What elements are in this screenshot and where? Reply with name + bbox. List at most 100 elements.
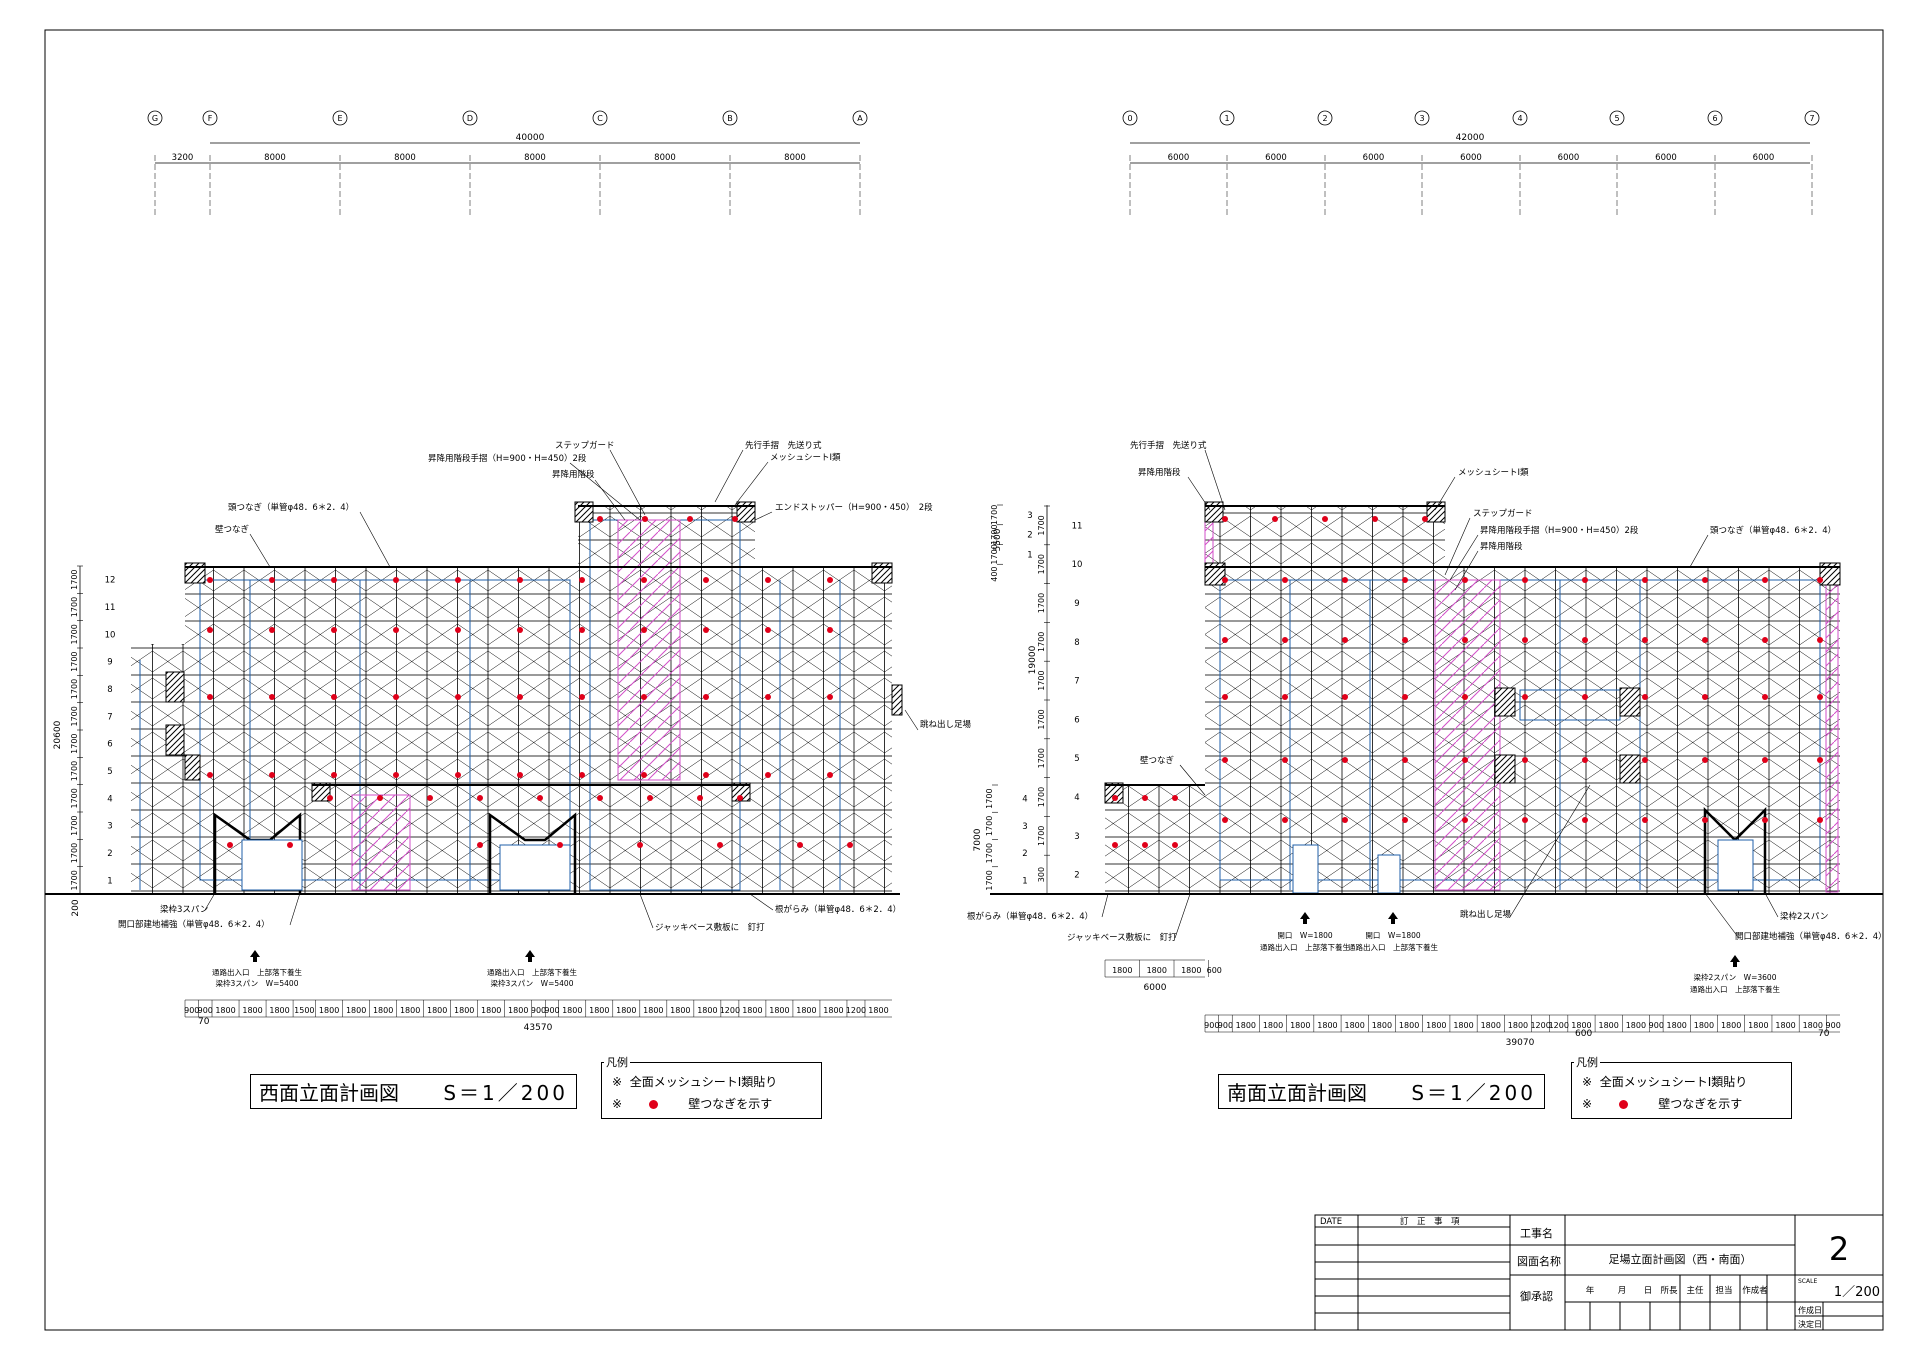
- south-bottom-span: 900: [1826, 1021, 1841, 1030]
- south-wall-tie-dot: [1762, 577, 1768, 583]
- west-wall-tie-dot: [647, 795, 653, 801]
- south-lower-level-number: 3: [1022, 822, 1027, 832]
- title-block: [1314, 1214, 1884, 1331]
- south-bottom-span: 1800: [1453, 1021, 1473, 1030]
- west-wall-tie-dot: [455, 694, 461, 700]
- south-title-box: 南面立面計画図 S＝1／200: [1218, 1074, 1545, 1109]
- west-level-number: 7: [107, 712, 112, 722]
- south-grid-bubble: [1219, 110, 1235, 126]
- west-wall-tie-dot: [642, 516, 648, 522]
- south-bottom-total: 39070: [1506, 1038, 1535, 1048]
- west-bottom-total: 43570: [524, 1023, 553, 1033]
- west-note-lift-handrail: 昇降用階段手摺（H=900・H=450）2段: [428, 453, 587, 464]
- south-top-span-label: 6000: [1265, 153, 1287, 163]
- south-wall-tie-dot: [1522, 694, 1528, 700]
- south-top-span-label: 6000: [1363, 153, 1385, 163]
- west-bottom-sub: 70: [198, 1017, 210, 1027]
- west-bottom-span: 1800: [616, 1006, 636, 1015]
- south-wall-tie-dot: [1762, 817, 1768, 823]
- west-passage1: 通路出入口 上部落下養生: [212, 967, 302, 977]
- south-wall-tie-dot: [1112, 842, 1118, 848]
- south-wall-tie-dot: [1402, 637, 1408, 643]
- west-level-number: 12: [105, 576, 116, 586]
- south-level-number: 9: [1074, 599, 1079, 609]
- south-wall-ties: [1112, 516, 1823, 848]
- south-level-dim: 1700: [1037, 670, 1046, 690]
- west-scale: S＝1／200: [443, 1081, 568, 1105]
- west-wall-tie-dot: [517, 694, 523, 700]
- west-wall-tie-dot: [517, 627, 523, 633]
- south-wall-tie-dot: [1402, 694, 1408, 700]
- tb-date-col: 所長: [1660, 1285, 1678, 1296]
- south-note-advance-handrail: 先行手摺 先送り式: [1130, 440, 1207, 451]
- south-grid-bubble: [1317, 110, 1333, 126]
- south-grid-label: 2: [1322, 114, 1327, 123]
- south-bottom-span: 1800: [1803, 1021, 1823, 1030]
- west-grid-label: D: [467, 114, 473, 123]
- west-bottom-span: 1800: [823, 1006, 843, 1015]
- south-legend: 凡例 ※ 全面メッシュシートⅠ類貼り ※ 壁つなぎを示す: [1571, 1054, 1792, 1119]
- west-level-number: 1: [107, 876, 112, 886]
- south-wall-tie-dot: [1142, 842, 1148, 848]
- south-wall-tie-dot: [1642, 577, 1648, 583]
- west-wall-tie-dot: [765, 694, 771, 700]
- south-note-mesh: メッシュシートⅠ類: [1458, 467, 1529, 478]
- west-wall-tie-dot: [393, 627, 399, 633]
- south-wall-tie-dot: [1702, 694, 1708, 700]
- south-bottom-span: 1800: [1344, 1021, 1364, 1030]
- south-top-total: 42000: [1456, 133, 1485, 143]
- west-bottom-span: 1800: [796, 1006, 816, 1015]
- south-level-dim: 1700: [1037, 709, 1046, 729]
- west-wall-tie-dot: [827, 772, 833, 778]
- west-note-jack-base: ジャッキベース敷板に 釘打: [655, 922, 765, 933]
- south-upper-level-dim: 1700: [990, 544, 999, 564]
- tb-scale-label: SCALE: [1798, 1278, 1817, 1285]
- west-wall-tie-dot: [703, 627, 709, 633]
- south-wall-tie-dot: [1642, 757, 1648, 763]
- south-bottom-span: 1800: [1290, 1021, 1310, 1030]
- south-wall-tie-dot: [1702, 757, 1708, 763]
- south-level-dims: 1700170017001700170017001700170017003001…: [1037, 505, 1083, 882]
- west-level-dim: 1700: [70, 597, 79, 617]
- west-bottom-span: 1800: [769, 1006, 789, 1015]
- south-height-total: 19000: [1028, 645, 1038, 674]
- south-wall-tie-dot: [1282, 817, 1288, 823]
- south-lower-level-number: 1: [1022, 876, 1027, 886]
- tb-date-col: 日: [1644, 1286, 1653, 1296]
- west-wall-tie-dot: [377, 795, 383, 801]
- south-wall-tie-dot: [1342, 577, 1348, 583]
- west-top-span-label: 8000: [654, 153, 676, 163]
- south-wall-tie-dot: [1642, 637, 1648, 643]
- south-wall-tie-dot: [1322, 516, 1328, 522]
- south-grid-label: 6: [1712, 114, 1717, 123]
- sheet-border: [44, 29, 1884, 1331]
- south-lower-level-number: 4: [1022, 795, 1027, 805]
- south-wall-tie-dot: [1342, 817, 1348, 823]
- south-wall-tie-dot: [1282, 757, 1288, 763]
- south-level-number: 10: [1072, 560, 1083, 570]
- south-grid-bubble: [1609, 110, 1625, 126]
- west-wall-tie-dot: [393, 772, 399, 778]
- west-top-span-label: 3200: [172, 153, 194, 163]
- west-grid-bubble: [852, 110, 868, 126]
- west-wall-tie-dot: [269, 627, 275, 633]
- west-grid-bubble: [332, 110, 348, 126]
- south-wall-tie-dot: [1762, 694, 1768, 700]
- south-scaffold-upper: [1205, 506, 1445, 567]
- south-passage3b: 通路出入口 上部落下養生: [1690, 984, 1780, 994]
- south-wall-tie-dot: [1582, 637, 1588, 643]
- south-level-number: 8: [1074, 638, 1079, 648]
- south-wall-tie-dot: [1422, 516, 1428, 522]
- west-note-root-brace: 根がらみ（単管φ48．6＊2．4）: [775, 904, 901, 915]
- south-upper-level-number: 1: [1027, 550, 1032, 560]
- west-wall-tie-dot: [827, 694, 833, 700]
- south-wall-tie-dot: [1172, 842, 1178, 848]
- south-top-span-label: 6000: [1460, 153, 1482, 163]
- west-wall-tie-dot: [765, 627, 771, 633]
- south-passage-marks: [1300, 912, 1740, 967]
- south-note-lift-handrail: 昇降用階段手摺（H=900・H=450）2段: [1480, 525, 1639, 536]
- south-bottom-span: 1800: [1748, 1021, 1768, 1030]
